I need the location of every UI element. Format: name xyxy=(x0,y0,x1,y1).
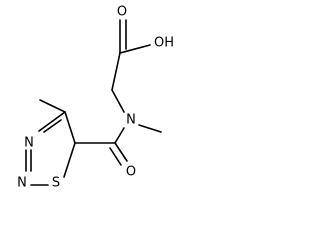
bond-ch2-cooh xyxy=(111,52,121,91)
bond-carbonyl-o xyxy=(114,142,128,162)
bond-n-ch2 xyxy=(111,89,125,113)
bond-c4-c5 xyxy=(64,111,76,144)
atom-label-s: S xyxy=(52,176,60,191)
atom-label-o-amide: O xyxy=(126,165,136,180)
atom-labels: OH O N O S N N xyxy=(17,5,174,191)
bond-cooh-oh xyxy=(119,44,151,54)
bonds xyxy=(25,19,162,186)
atom-label-n-amide: N xyxy=(126,113,136,128)
bond-s-c5 xyxy=(63,142,76,178)
bond-carbonyl-o-inner xyxy=(109,147,122,166)
bond-carbonyl-n xyxy=(114,127,125,144)
atom-label-oh: OH xyxy=(154,36,174,51)
bond-methyl-c4 xyxy=(39,99,66,113)
atom-label-n-ring-b: N xyxy=(17,176,27,191)
atom-label-o-acid: O xyxy=(117,5,127,20)
atom-label-n-ring-a: N xyxy=(24,136,34,151)
bond-c4-n3 xyxy=(38,111,66,132)
bond-c4-n3-inner xyxy=(43,119,62,133)
chemical-structure: OH O N O S N N xyxy=(17,5,174,191)
bond-n-methyl xyxy=(138,124,162,133)
